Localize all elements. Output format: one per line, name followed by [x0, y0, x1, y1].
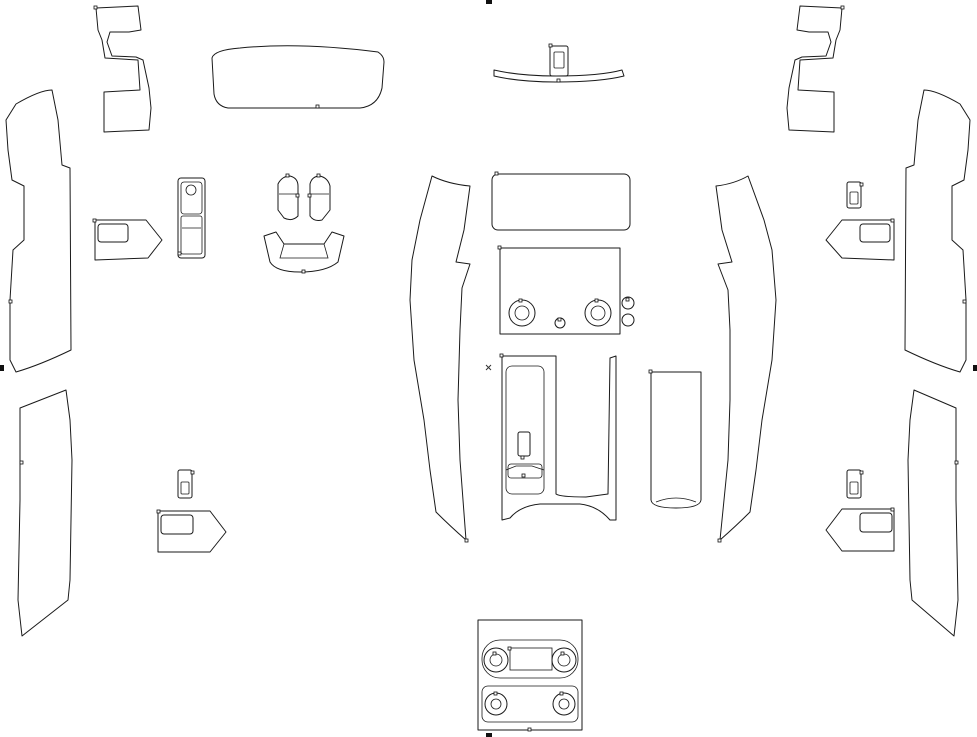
vent-cover-left[interactable] [177, 177, 206, 259]
door-panel-left-rear[interactable] [17, 389, 73, 637]
door-panel-right-front[interactable] [904, 89, 971, 373]
window-switch-panel-right-rear[interactable] [825, 507, 895, 552]
trim-top-right[interactable] [786, 5, 845, 133]
handle-left[interactable] [0, 365, 4, 371]
handle-right[interactable] [973, 365, 977, 371]
dash-panel-top-left[interactable] [211, 45, 385, 109]
trim-top-center[interactable] [493, 43, 625, 83]
trim-top-left[interactable] [93, 5, 152, 133]
window-switch-left-rear[interactable] [177, 469, 195, 499]
window-switch-panel-right-front[interactable] [825, 218, 895, 261]
x-mark-icon [485, 364, 492, 371]
tray-left[interactable] [263, 231, 345, 274]
armrest-lid[interactable] [648, 369, 702, 509]
window-switch-right-rear[interactable] [846, 469, 864, 499]
window-switch-right-front[interactable] [846, 181, 864, 209]
handle-bottom[interactable] [486, 733, 492, 737]
trim-right-center-right[interactable] [715, 175, 777, 543]
rear-climate-panel[interactable] [477, 619, 583, 732]
cupholder-pieces-left[interactable] [277, 173, 331, 221]
window-switch-panel-left-rear[interactable] [156, 509, 227, 553]
window-switch-panel-left-front[interactable] [92, 218, 163, 261]
screen-surround[interactable] [491, 171, 631, 231]
pillar-cover-left[interactable] [5, 89, 72, 373]
center-console[interactable] [499, 353, 617, 521]
trim-right-center-left[interactable] [409, 175, 471, 543]
handle-top[interactable] [486, 0, 492, 4]
climate-panel[interactable] [497, 245, 635, 335]
door-panel-right-rear[interactable] [907, 389, 959, 637]
